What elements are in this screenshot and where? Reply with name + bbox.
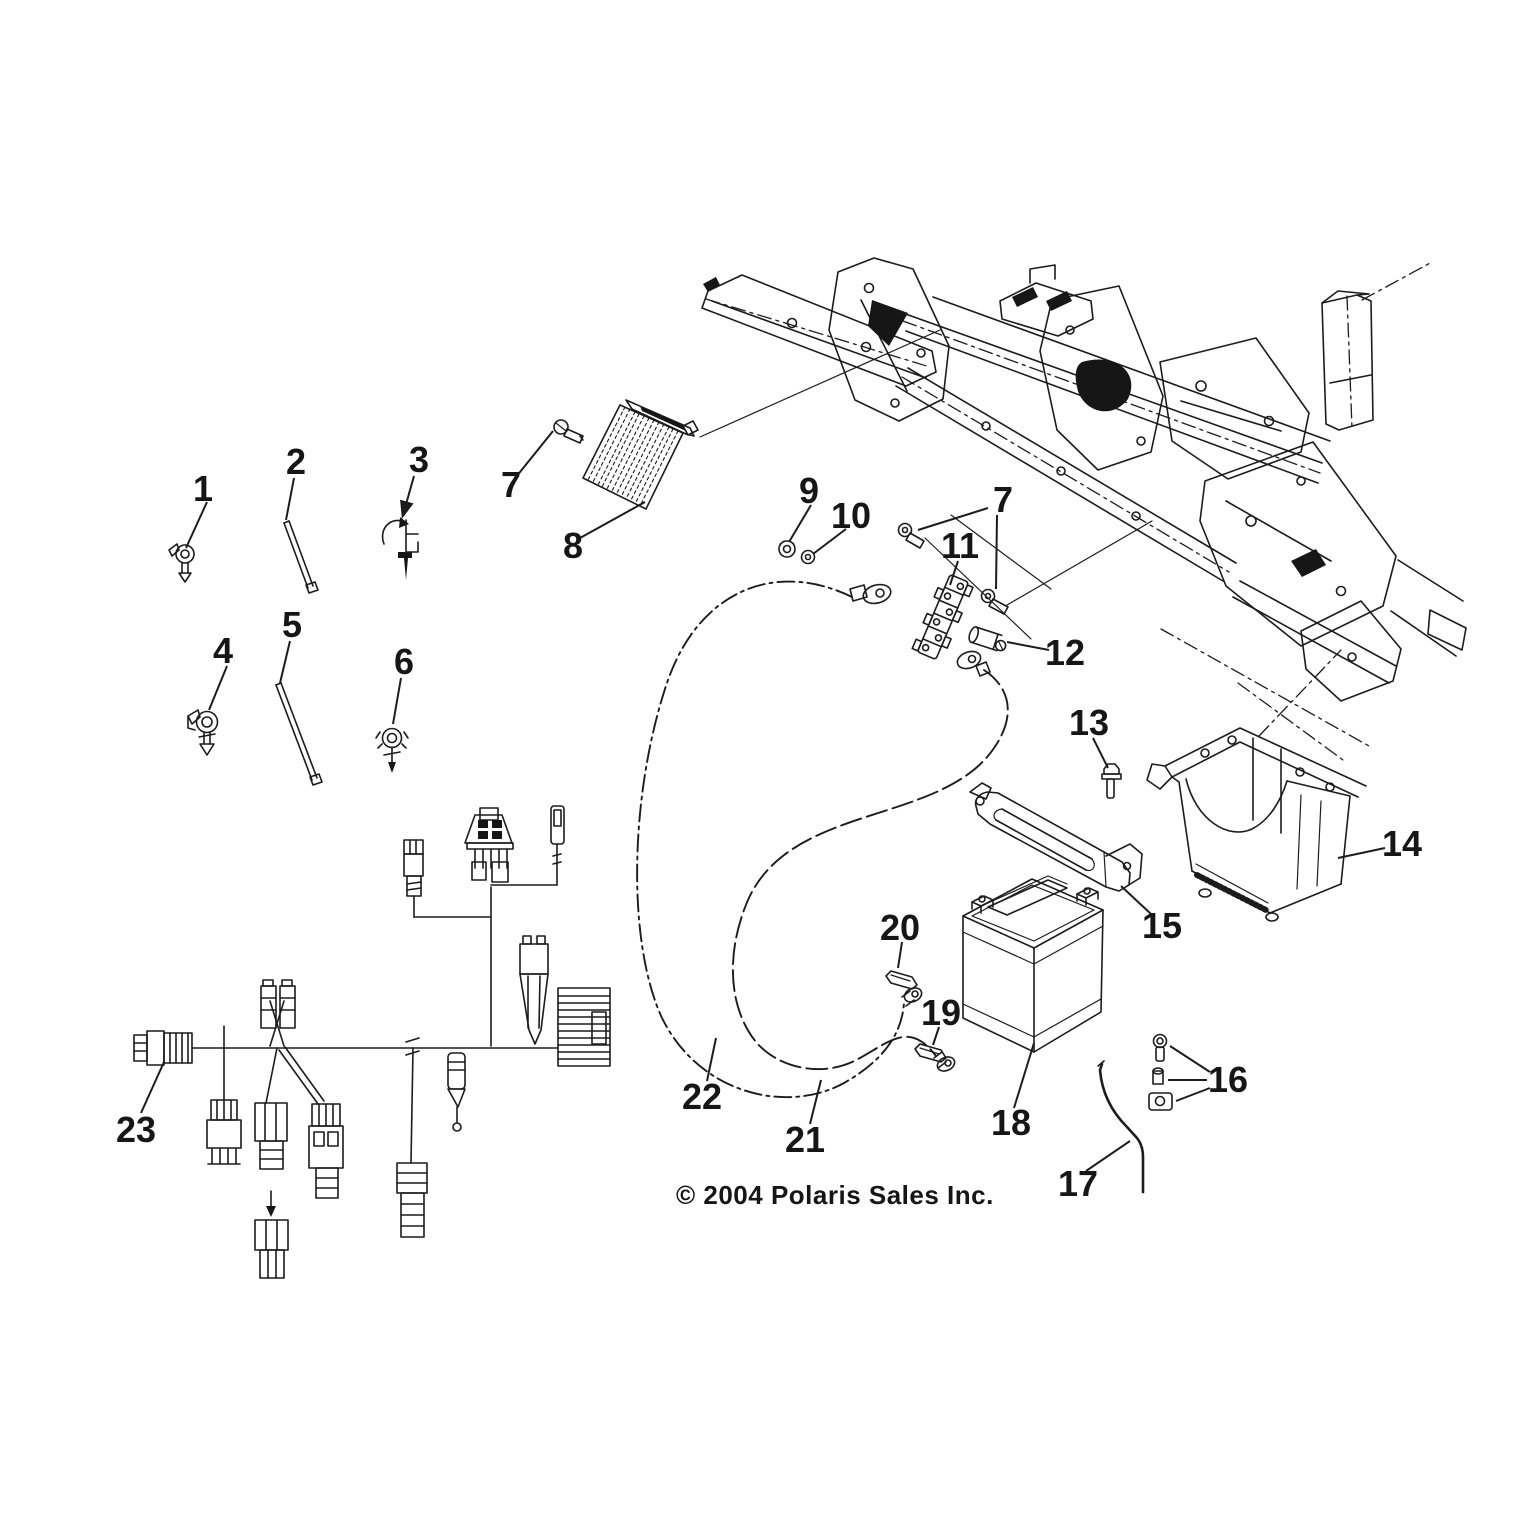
hold-down-strap-drawing xyxy=(970,783,1142,891)
leader-line-7 xyxy=(515,430,554,478)
callout-label-15-15: 15 xyxy=(1141,905,1183,946)
callout-label-6-5: 6 xyxy=(393,641,415,682)
leader-line-22 xyxy=(706,1037,717,1082)
leader-line-20 xyxy=(897,941,903,969)
copyright-text: © 2004 Polaris Sales Inc. xyxy=(676,1180,994,1210)
leader-line-4 xyxy=(208,665,228,711)
battery-cable-outer-drawing xyxy=(637,582,924,1098)
hook-clip-3-drawing xyxy=(383,517,418,580)
leader-line-9 xyxy=(788,504,812,543)
leader-line-6 xyxy=(392,677,402,725)
callout-label-7-6: 7 xyxy=(500,464,522,505)
wiring-harness-drawing xyxy=(134,806,610,1278)
leader-line-12 xyxy=(1006,641,1050,651)
callout-label-3-2: 3 xyxy=(408,439,430,480)
leader-line-1 xyxy=(185,501,208,549)
leader-line-11 xyxy=(949,560,959,586)
fastener-set-16-drawing xyxy=(1149,1035,1172,1111)
leader-line-23 xyxy=(140,1061,165,1114)
leader-line-7 xyxy=(917,507,989,531)
rod-pin-2-drawing xyxy=(284,521,318,593)
clip-fastener-6-drawing xyxy=(376,729,408,773)
clip-fastener-4-drawing xyxy=(188,710,218,755)
callout-label-18-18: 18 xyxy=(990,1102,1032,1143)
callout-label-14-14: 14 xyxy=(1381,823,1423,864)
callout-label-7-10: 7 xyxy=(992,479,1014,520)
callout-label-22-22: 22 xyxy=(681,1076,723,1117)
callout-label-2-1: 2 xyxy=(285,441,307,482)
battery-box-drawing xyxy=(1147,728,1366,921)
leader-line-17 xyxy=(1085,1140,1131,1172)
cable-terminal-19-drawing xyxy=(915,1044,946,1062)
rod-pin-5-drawing xyxy=(276,683,322,785)
callout-label-11-11: 11 xyxy=(940,525,980,566)
leader-line-7 xyxy=(995,514,998,590)
callout-label-9-8: 9 xyxy=(798,470,820,511)
callout-label-1-0: 1 xyxy=(192,468,214,509)
callout-label-13-13: 13 xyxy=(1068,702,1110,743)
callout-label-12-12: 12 xyxy=(1044,632,1086,673)
callout-label-8-7: 8 xyxy=(562,525,584,566)
bent-rod-17-drawing xyxy=(1098,1061,1143,1192)
terminal-block-drawing xyxy=(912,572,974,662)
washer-10-drawing xyxy=(802,551,815,564)
battery-drawing xyxy=(963,876,1103,1052)
leader-line-10 xyxy=(812,528,847,555)
regulator-bolt-drawing xyxy=(554,420,583,443)
flange-nut-9-drawing xyxy=(779,541,795,557)
callout-label-10-9: 10 xyxy=(830,495,872,536)
bolt-13-drawing xyxy=(1102,764,1121,798)
callout-label-5-4: 5 xyxy=(281,604,303,645)
leader-line-13 xyxy=(1092,737,1109,769)
bolt-7-lower-drawing xyxy=(982,590,1009,615)
leader-line-3 xyxy=(400,475,415,519)
leader-line-18 xyxy=(1013,1042,1035,1109)
callout-label-17-17: 17 xyxy=(1057,1163,1099,1204)
leader-line-5 xyxy=(279,640,291,684)
cable-terminal-20-drawing xyxy=(886,971,917,989)
clip-fastener-1-drawing xyxy=(169,544,194,582)
leader-line-16 xyxy=(1175,1087,1211,1102)
callout-label-21-21: 21 xyxy=(784,1119,826,1160)
voltage-regulator-drawing xyxy=(583,400,698,509)
leader-line-2 xyxy=(285,477,295,521)
callout-label-23-23: 23 xyxy=(115,1109,157,1150)
leader-line-8 xyxy=(579,501,646,539)
battery-cable-inner-drawing xyxy=(733,648,1008,1073)
callout-label-16-16: 16 xyxy=(1207,1059,1249,1100)
callout-label-20-20: 20 xyxy=(879,907,921,948)
leader-line-16 xyxy=(1169,1045,1211,1073)
frame-drawing xyxy=(700,258,1466,760)
leader-line-15 xyxy=(1120,885,1152,915)
callout-label-19-19: 19 xyxy=(920,992,962,1033)
leader-line-14 xyxy=(1337,847,1386,859)
cable-clamp-12-drawing xyxy=(967,626,1008,653)
leader-line-21 xyxy=(809,1079,822,1125)
callout-label-4-3: 4 xyxy=(212,630,234,671)
bolt-7-upper-drawing xyxy=(899,524,925,549)
leader-line-19 xyxy=(932,1026,940,1046)
